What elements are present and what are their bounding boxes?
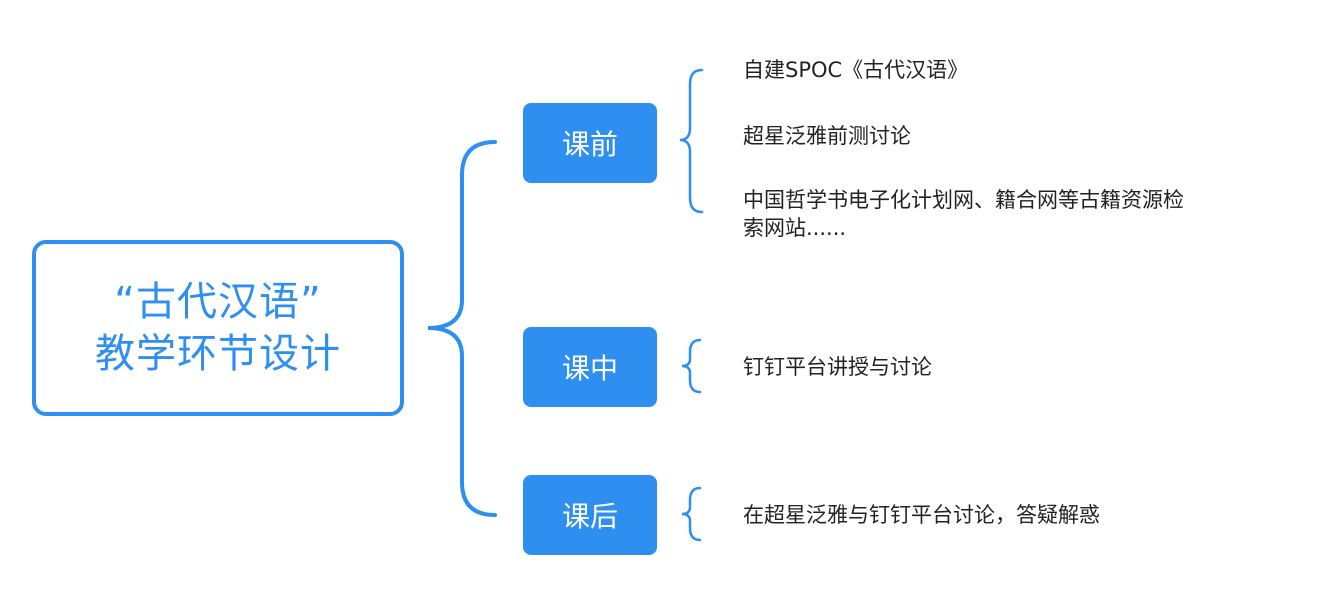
root-title-line2: 教学环节设计 [95,331,341,377]
pre-class-item: 超星泛雅前测讨论 [743,124,911,148]
brace-in-class [681,338,702,394]
main-brace [427,140,497,517]
root-title-line1: “古代汉语” [114,279,322,325]
pre-class-item: 自建SPOC《古代汉语》 [743,58,969,82]
phase-post-class: 课后 [523,475,657,555]
in-class-item: 钉钉平台讲授与讨论 [743,355,932,379]
brace-post-class [681,486,702,542]
post-class-item: 在超星泛雅与钉钉平台讨论，答疑解惑 [743,503,1100,527]
brace-pre-class [679,68,704,214]
root-node: “古代汉语” 教学环节设计 [32,240,404,416]
pre-class-item: 中国哲学书电子化计划网、籍合网等古籍资源检 [743,188,1184,212]
pre-class-item: 索网站...... [743,216,847,240]
phase-in-class: 课中 [523,327,657,407]
phase-pre-class: 课前 [523,103,657,183]
